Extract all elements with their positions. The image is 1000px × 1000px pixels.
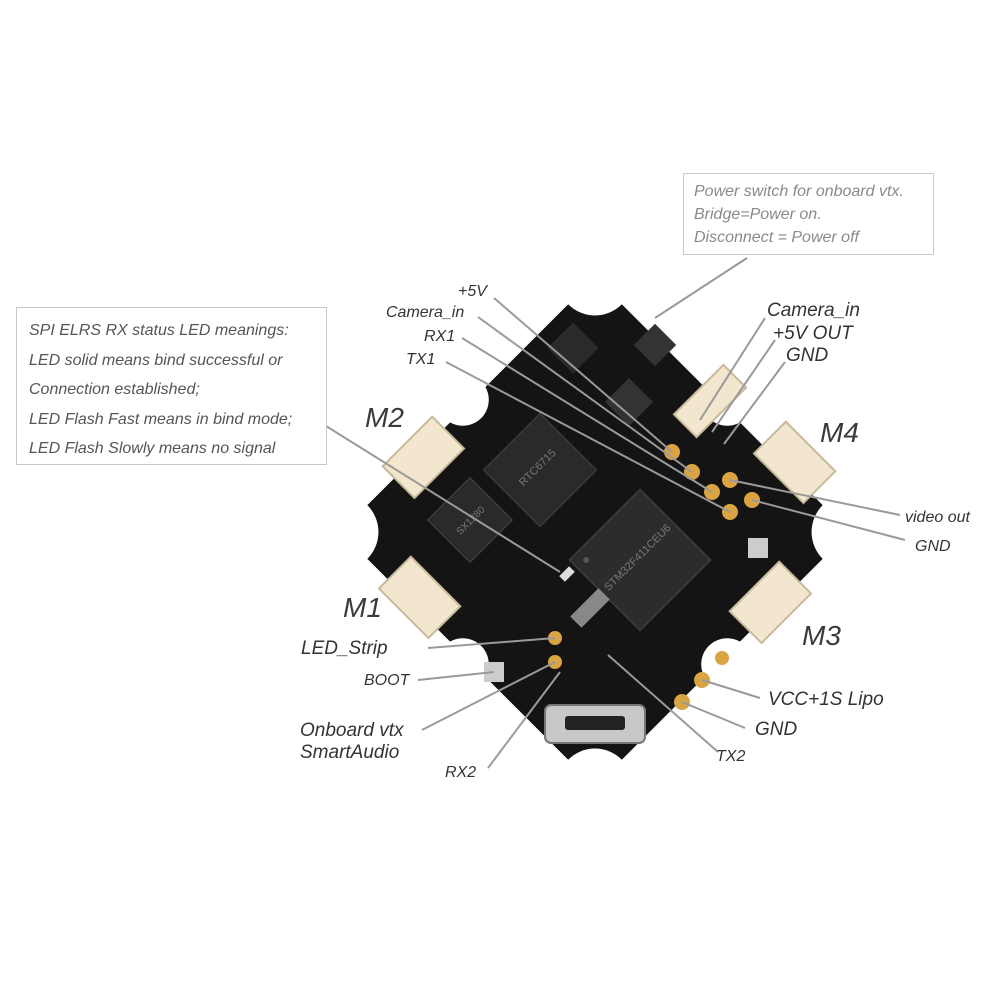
label-camera-in: Camera_in bbox=[767, 300, 860, 321]
label-led-strip: LED_Strip bbox=[301, 638, 388, 659]
label-m3: M3 bbox=[802, 620, 841, 651]
note-line: LED Flash Fast means in bind mode; bbox=[29, 410, 293, 428]
elrs-led-meaning-note: SPI ELRS RX status LED meanings: LED sol… bbox=[16, 307, 327, 465]
label-video-out: video out bbox=[905, 509, 970, 526]
vtx-power-switch-note: Power switch for onboard vtx. Bridge=Pow… bbox=[683, 173, 934, 255]
label-camera-in-small: Camera_in bbox=[386, 304, 465, 321]
label-rx2: RX2 bbox=[445, 764, 477, 781]
label-onboard-vtx: Onboard vtx bbox=[300, 720, 404, 741]
note-line: Connection established; bbox=[29, 381, 200, 398]
m2-connector bbox=[381, 415, 466, 500]
label-m4: M4 bbox=[820, 417, 859, 448]
label-tx1: TX1 bbox=[406, 351, 436, 368]
label-smartaudio: SmartAudio bbox=[300, 742, 400, 763]
label-5v: +5V bbox=[458, 283, 487, 300]
m3-connector bbox=[728, 560, 813, 645]
label-gnd-right: GND bbox=[915, 538, 951, 555]
label-vcc-1s-lipo: VCC+1S Lipo bbox=[768, 689, 884, 710]
note-line: LED Flash Slowly means no signal bbox=[29, 440, 276, 457]
label-boot: BOOT bbox=[364, 672, 410, 689]
note-line: Disconnect = Power off bbox=[694, 229, 859, 246]
label-rx1: RX1 bbox=[424, 328, 456, 345]
note-line: SPI ELRS RX status LED meanings: bbox=[29, 322, 289, 339]
rtc-chip bbox=[482, 412, 598, 528]
camera-connector bbox=[672, 363, 748, 439]
label-gnd-bottom: GND bbox=[755, 719, 798, 740]
label-5v-out: +5V OUT bbox=[773, 323, 853, 344]
note-line: Bridge=Power on. bbox=[694, 206, 822, 223]
m4-connector bbox=[752, 420, 837, 505]
note-line: Power switch for onboard vtx. bbox=[694, 183, 904, 200]
label-tx2: TX2 bbox=[716, 748, 746, 765]
label-gnd-top: GND bbox=[786, 345, 829, 366]
note-line: LED solid means bind successful or bbox=[29, 351, 283, 369]
label-m2: M2 bbox=[365, 402, 404, 433]
m1-connector bbox=[377, 555, 462, 640]
label-m1: M1 bbox=[343, 592, 382, 623]
elrs-chip bbox=[426, 476, 514, 564]
leader-lines bbox=[325, 257, 906, 769]
